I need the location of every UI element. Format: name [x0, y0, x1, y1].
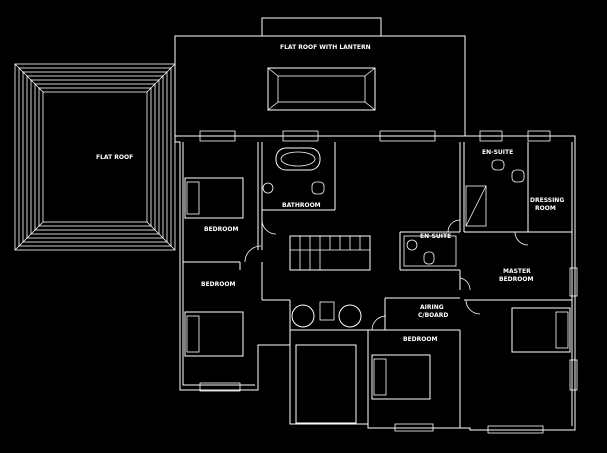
- flat-roof-top: [174, 17, 466, 137]
- label-dressing-room-2: ROOM: [535, 205, 556, 212]
- windows: [199, 130, 578, 434]
- beds: [184, 177, 571, 400]
- label-en-suite-mid: EN-SUITE: [420, 233, 451, 240]
- label-bedroom-nw: BEDROOM: [204, 226, 238, 233]
- label-bathroom: BATHROOM: [282, 202, 321, 209]
- flat-roof-left: [14, 63, 176, 251]
- doors: [244, 219, 529, 331]
- label-flat-roof-lantern: FLAT ROOF WITH LANTERN: [280, 44, 371, 51]
- label-dressing-room-1: DRESSING: [530, 197, 564, 204]
- en-suite-top-fixtures: [465, 159, 525, 227]
- en-suite-mid-fixtures: [403, 235, 457, 267]
- label-airing-cupboard-1: AIRING: [420, 304, 444, 311]
- label-bedroom-s: BEDROOM: [403, 336, 437, 343]
- label-bedroom-w: BEDROOM: [201, 281, 235, 288]
- bathroom-fixtures: [262, 147, 325, 195]
- outer-walls: [174, 135, 576, 431]
- interior-walls: [183, 142, 572, 428]
- label-flat-roof: FLAT ROOF: [96, 154, 133, 161]
- label-airing-cupboard-2: C/BOARD: [418, 312, 448, 319]
- label-master-bedroom-1: MASTER: [503, 268, 531, 275]
- staircase: [289, 235, 371, 271]
- label-en-suite-top: EN-SUITE: [482, 149, 513, 156]
- landing-furniture: [291, 301, 362, 424]
- label-master-bedroom-2: BEDROOM: [499, 276, 533, 283]
